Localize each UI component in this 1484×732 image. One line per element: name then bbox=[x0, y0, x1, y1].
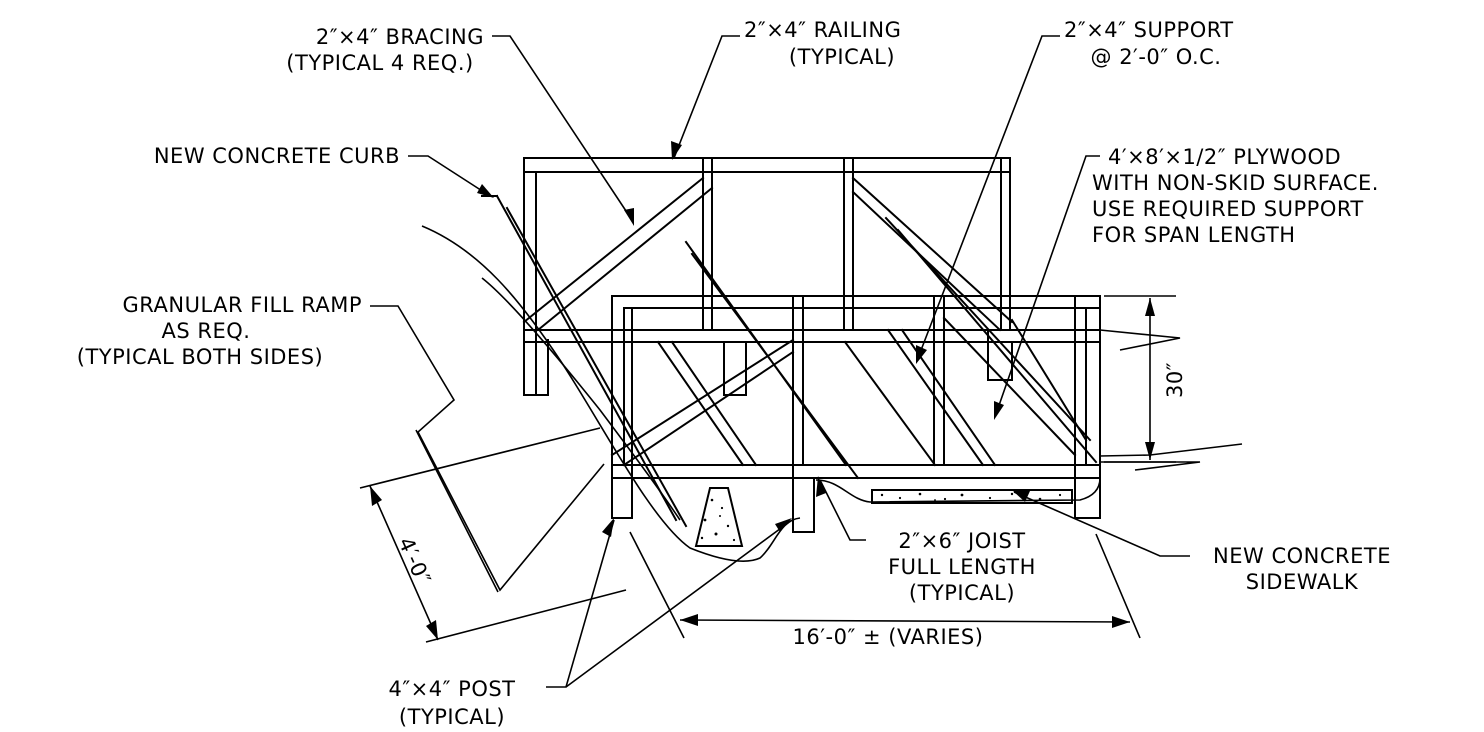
post-label-line2: (TYPICAL) bbox=[399, 705, 505, 729]
concrete-curb-section bbox=[694, 487, 744, 547]
concrete-sidewalk-section bbox=[871, 489, 1073, 504]
dimension-height-label: 30″ bbox=[1163, 362, 1187, 398]
labels: 2″×4″ BRACING (TYPICAL 4 REQ.) 2″×4″ RAI… bbox=[77, 18, 1391, 729]
post-label-line1: 4″×4″ POST bbox=[388, 677, 515, 701]
sidewalk-label-line1: NEW CONCRETE bbox=[1213, 544, 1391, 568]
support-label-line2: @ 2′-0″ O.C. bbox=[1091, 45, 1222, 69]
fill-label-line3: (TYPICAL BOTH SIDES) bbox=[77, 345, 323, 369]
fill-label-line1: GRANULAR FILL RAMP bbox=[122, 293, 362, 317]
railing-label-line1: 2″×4″ RAILING bbox=[744, 18, 901, 42]
back-railing-frame bbox=[523, 157, 1101, 396]
plywood-label-line3: USE REQUIRED SUPPORT bbox=[1092, 197, 1364, 221]
dimension-width-label: 4′-0″ bbox=[393, 534, 435, 589]
sidewalk-label-line2: SIDEWALK bbox=[1246, 570, 1359, 594]
joist-label-line2: FULL LENGTH bbox=[888, 555, 1036, 579]
plywood-label-line4: FOR SPAN LENGTH bbox=[1092, 223, 1296, 247]
dimension-lines bbox=[359, 295, 1176, 643]
curb-label: NEW CONCRETE CURB bbox=[154, 144, 400, 168]
plywood-label-line1: 4′×8′×1/2″ PLYWOOD bbox=[1108, 145, 1341, 169]
bracing-label-line1: 2″×4″ BRACING bbox=[316, 25, 484, 49]
railing-label-line2: (TYPICAL) bbox=[789, 45, 895, 69]
joist-label-line1: 2″×6″ JOIST bbox=[898, 529, 1025, 553]
diagonal-bracing bbox=[522, 176, 1098, 480]
bracing-label-line2: (TYPICAL 4 REQ.) bbox=[286, 51, 473, 75]
fill-label-line2: AS REQ. bbox=[162, 319, 251, 343]
joist-label-line3: (TYPICAL) bbox=[909, 581, 1015, 605]
front-railing-frame bbox=[611, 295, 1101, 533]
dimension-length-label: 16′-0″ ± (VARIES) bbox=[793, 625, 984, 649]
support-label-line1: 2″×4″ SUPPORT bbox=[1064, 18, 1234, 42]
plywood-label-line2: WITH NON-SKID SURFACE. bbox=[1092, 171, 1379, 195]
curb-and-ramp bbox=[421, 194, 1243, 562]
leader-lines bbox=[370, 35, 1190, 688]
